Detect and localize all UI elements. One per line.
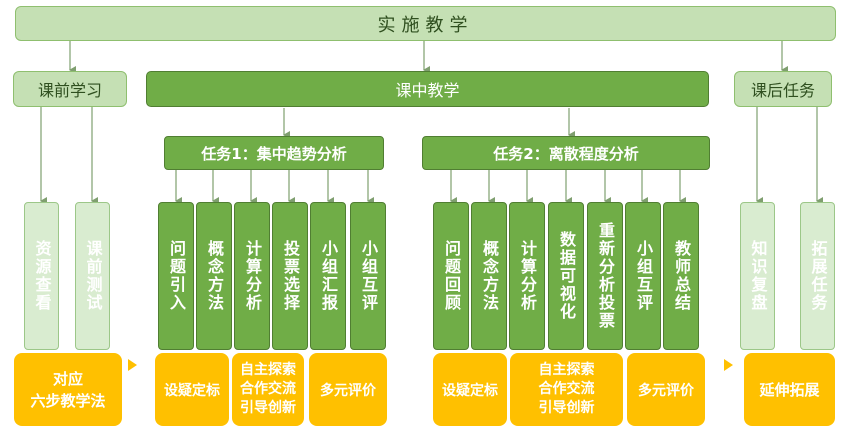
post-item-label: 拓展任务 [808,240,828,312]
task1-label: 任务1：集中趋势分析 [201,144,347,163]
phase-mid-label: 课中教学 [395,81,460,100]
task1-item: 小组互评 [350,202,386,350]
t2-evaluate-box: 多元评价 [627,353,705,426]
extend-label: 延伸拓展 [759,381,820,399]
task2-item: 概念方法 [471,202,507,350]
t2-question-box: 设疑定标 [433,353,507,426]
task1-item-label: 投票选择 [281,240,300,312]
task2-item: 数据可视化 [548,202,584,350]
task1-item-label: 计算分析 [243,240,262,312]
arrow-right-icon [128,359,137,371]
task2-item: 问题回顾 [433,202,469,350]
t1-evaluate-label: 多元评价 [320,382,376,399]
post-item: 知识复盘 [740,202,775,350]
task2-item: 重新分析投票 [587,202,623,350]
extend-box: 延伸拓展 [744,353,835,426]
post-item-label: 知识复盘 [748,240,768,312]
task1-item-label: 概念方法 [205,240,224,312]
t2-question-label: 设疑定标 [442,382,498,399]
t1-explore-label: 自主探索 合作交流 引导创新 [240,362,296,416]
task1-item: 计算分析 [234,202,270,350]
task2-item-label: 概念方法 [480,240,499,312]
phase-pre: 课前学习 [13,71,127,107]
pre-item-label: 课前测试 [83,240,103,312]
task1-item: 投票选择 [272,202,308,350]
t1-question-box: 设疑定标 [155,353,229,426]
pre-item-label: 资源查看 [32,240,52,312]
phase-post-label: 课后任务 [750,81,815,100]
task1-item-label: 小组汇报 [319,240,338,312]
task1-item-label: 问题引入 [167,240,186,312]
phase-post: 课后任务 [734,71,832,107]
task1-item-label: 小组互评 [359,240,378,312]
task2-header: 任务2：离散程度分析 [422,136,710,170]
top-title: 实施教学 [377,14,474,36]
t1-evaluate-box: 多元评价 [309,353,387,426]
six-step-box: 对应 六步教学法 [14,353,122,426]
pre-item: 资源查看 [24,202,59,350]
task2-item-label: 小组互评 [634,240,653,312]
task1-header: 任务1：集中趋势分析 [164,136,384,170]
task2-item-label: 计算分析 [518,240,537,312]
top-banner: 实施教学 [15,6,836,41]
task2-item-label: 问题回顾 [442,240,461,312]
t2-explore-box: 自主探索 合作交流 引导创新 [510,353,623,426]
t1-explore-box: 自主探索 合作交流 引导创新 [232,353,304,426]
phase-mid: 课中教学 [146,71,709,107]
task2-label: 任务2：离散程度分析 [493,144,639,163]
task2-item-label: 重新分析投票 [596,222,615,330]
t2-explore-label: 自主探索 合作交流 引导创新 [538,362,595,416]
pre-item: 课前测试 [75,202,110,350]
task2-item: 教师总结 [663,202,699,350]
post-item: 拓展任务 [800,202,835,350]
task2-item: 小组互评 [625,202,661,350]
phase-pre-label: 课前学习 [37,81,102,100]
task1-item: 概念方法 [196,202,232,350]
task2-item-label: 数据可视化 [557,231,576,321]
task2-item-label: 教师总结 [672,240,691,312]
t1-question-label: 设疑定标 [164,382,220,399]
task1-item: 小组汇报 [310,202,346,350]
t2-evaluate-label: 多元评价 [638,382,694,399]
six-step-label: 对应 六步教学法 [30,369,106,410]
task2-item: 计算分析 [509,202,545,350]
task1-item: 问题引入 [158,202,194,350]
arrow-right-icon [724,359,733,371]
